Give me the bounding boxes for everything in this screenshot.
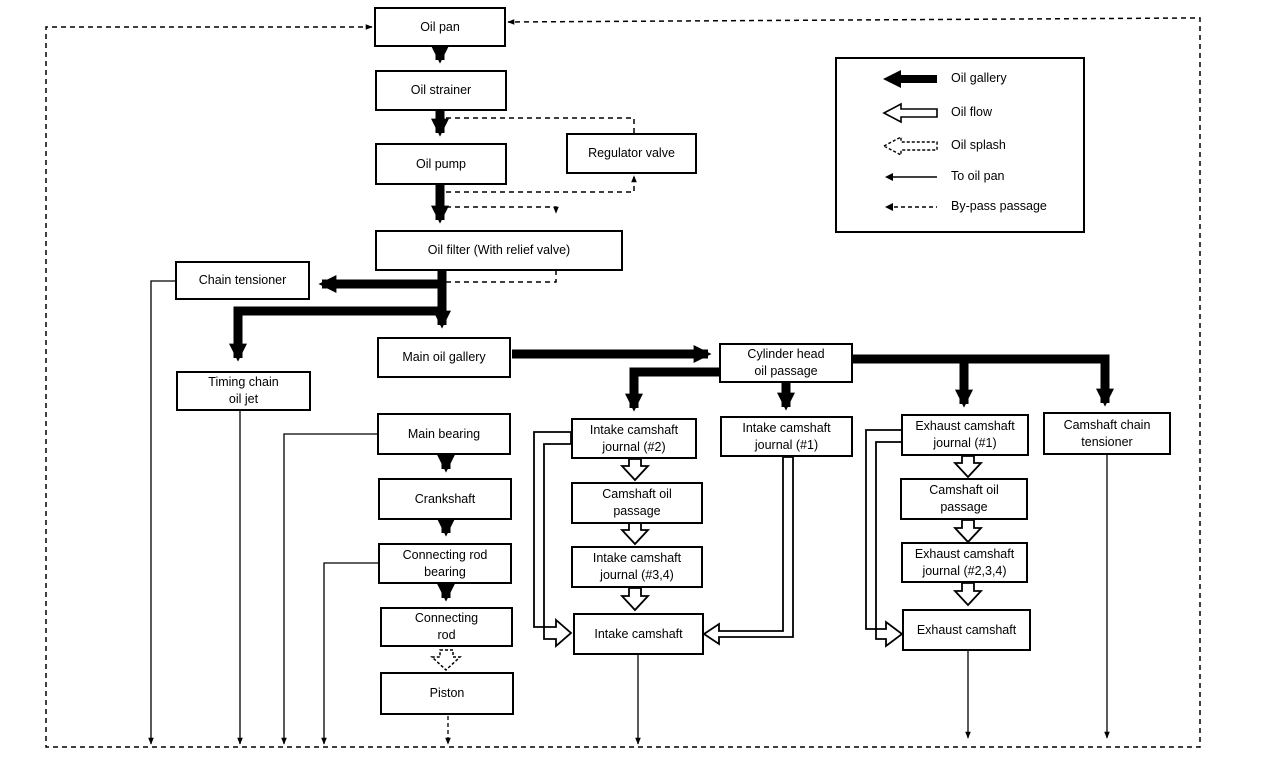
- legend-label-bypass: By-pass passage: [951, 199, 1047, 213]
- legend-item-oil-gallery: Oil gallery: [837, 67, 1083, 91]
- piston-box: Piston: [380, 672, 514, 715]
- exhaust-camshaft-passage-box: Camshaft oil passage: [900, 478, 1028, 520]
- oil-gallery-symbol-icon: [883, 70, 937, 88]
- legend-label-to-oil-pan: To oil pan: [951, 169, 1005, 183]
- oil-flow-arrows: [533, 429, 984, 648]
- cylinder-head-passage-box: Cylinder head oil passage: [719, 343, 853, 383]
- legend-label-oil-splash: Oil splash: [951, 138, 1006, 152]
- main-bearing-box: Main bearing: [377, 413, 511, 455]
- to-oil-pan-symbol-icon: [885, 173, 937, 181]
- oil-gallery-arrows: [229, 45, 1114, 602]
- camshaft-chain-tensioner-box: Camshaft chain tensioner: [1043, 412, 1171, 455]
- legend-item-oil-splash: Oil splash: [837, 134, 1083, 158]
- intake-camshaft-box: Intake camshaft: [573, 613, 704, 655]
- intake-journal-34-box: Intake camshaft journal (#3,4): [571, 546, 703, 588]
- intake-journal-1-box: Intake camshaft journal (#1): [720, 416, 853, 457]
- conrod-bearing-box: Connecting rod bearing: [378, 543, 512, 584]
- crankshaft-box: Crankshaft: [378, 478, 512, 520]
- bypass-loop: [45, 17, 1201, 748]
- oil-flow-symbol-icon: [882, 102, 938, 124]
- intake-camshaft-passage-box: Camshaft oil passage: [571, 482, 703, 524]
- oil-pan-box: Oil pan: [374, 7, 506, 47]
- exhaust-camshaft-box: Exhaust camshaft: [902, 609, 1031, 651]
- regulator-relief-paths: [446, 117, 637, 283]
- oil-filter-box: Oil filter (With relief valve): [375, 230, 623, 271]
- chain-tensioner-box: Chain tensioner: [175, 261, 310, 300]
- legend-label-oil-flow: Oil flow: [951, 105, 992, 119]
- oil-splash-arrow: [430, 649, 462, 672]
- legend-item-bypass: By-pass passage: [837, 195, 1083, 219]
- oil-strainer-box: Oil strainer: [375, 70, 507, 111]
- timing-chain-jet-box: Timing chain oil jet: [176, 371, 311, 411]
- regulator-valve-box: Regulator valve: [566, 133, 697, 174]
- legend-label-oil-gallery: Oil gallery: [951, 71, 1007, 85]
- bypass-symbol-icon: [885, 203, 937, 211]
- conrod-box: Connecting rod: [380, 607, 513, 647]
- oil-splash-symbol-icon: [882, 135, 938, 157]
- legend: Oil gallery Oil flow Oil splash To oil p…: [835, 57, 1085, 233]
- oil-pump-box: Oil pump: [375, 143, 507, 185]
- exhaust-journal-1-box: Exhaust camshaft journal (#1): [901, 414, 1029, 456]
- return-lines: [148, 280, 1110, 745]
- legend-item-oil-flow: Oil flow: [837, 101, 1083, 125]
- intake-journal-2-box: Intake camshaft journal (#2): [571, 418, 697, 459]
- legend-item-to-oil-pan: To oil pan: [837, 165, 1083, 189]
- exhaust-journal-234-box: Exhaust camshaft journal (#2,3,4): [901, 542, 1028, 583]
- main-gallery-box: Main oil gallery: [377, 337, 511, 378]
